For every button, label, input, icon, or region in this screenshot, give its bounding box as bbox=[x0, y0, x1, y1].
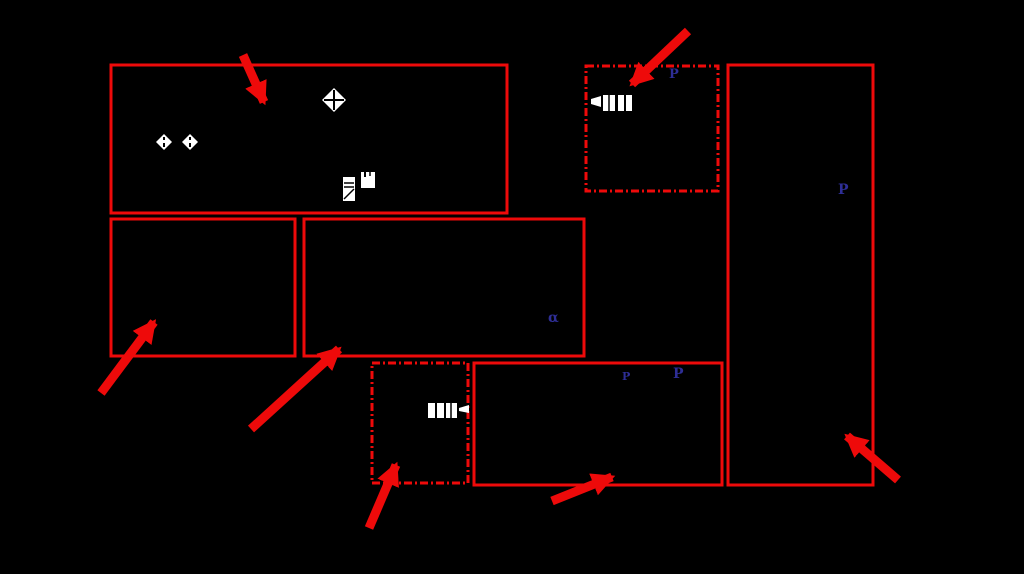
room-left-middle bbox=[109, 217, 297, 358]
washer-unit-top bbox=[591, 95, 632, 111]
washer-unit-bottom bbox=[428, 403, 469, 418]
kitchen-unit bbox=[343, 172, 375, 201]
arrows-layer bbox=[97, 27, 901, 530]
label-p-top-storage: P bbox=[669, 67, 679, 82]
label-p-right-room: P bbox=[838, 182, 849, 198]
ceiling-diamond-large bbox=[322, 88, 346, 112]
fixtures-layer bbox=[156, 88, 632, 418]
arrow-to-top-left-room bbox=[238, 53, 269, 106]
arrow-to-center-room bbox=[247, 345, 343, 433]
label-alpha-center: α bbox=[548, 310, 559, 326]
room-bottom-storage bbox=[370, 361, 470, 485]
arrow-to-bottom-room bbox=[550, 472, 616, 506]
room-bottom-center bbox=[472, 361, 724, 487]
arrow-to-bottom-storage bbox=[364, 461, 401, 530]
label-p-bottom-large: P bbox=[673, 366, 684, 382]
room-center bbox=[302, 217, 586, 358]
arrow-to-left-room bbox=[97, 319, 158, 396]
ceiling-diamond-small-1 bbox=[156, 134, 172, 150]
arrow-to-top-storage bbox=[628, 27, 692, 88]
room-outlines-layer bbox=[109, 63, 875, 487]
arrow-to-right-room bbox=[844, 432, 901, 484]
room-right-tall bbox=[726, 63, 875, 487]
label-p-bottom-small: P bbox=[622, 370, 631, 383]
room-top-storage bbox=[584, 64, 720, 193]
room-top-left bbox=[109, 63, 509, 215]
ceiling-diamond-small-2 bbox=[182, 134, 198, 150]
